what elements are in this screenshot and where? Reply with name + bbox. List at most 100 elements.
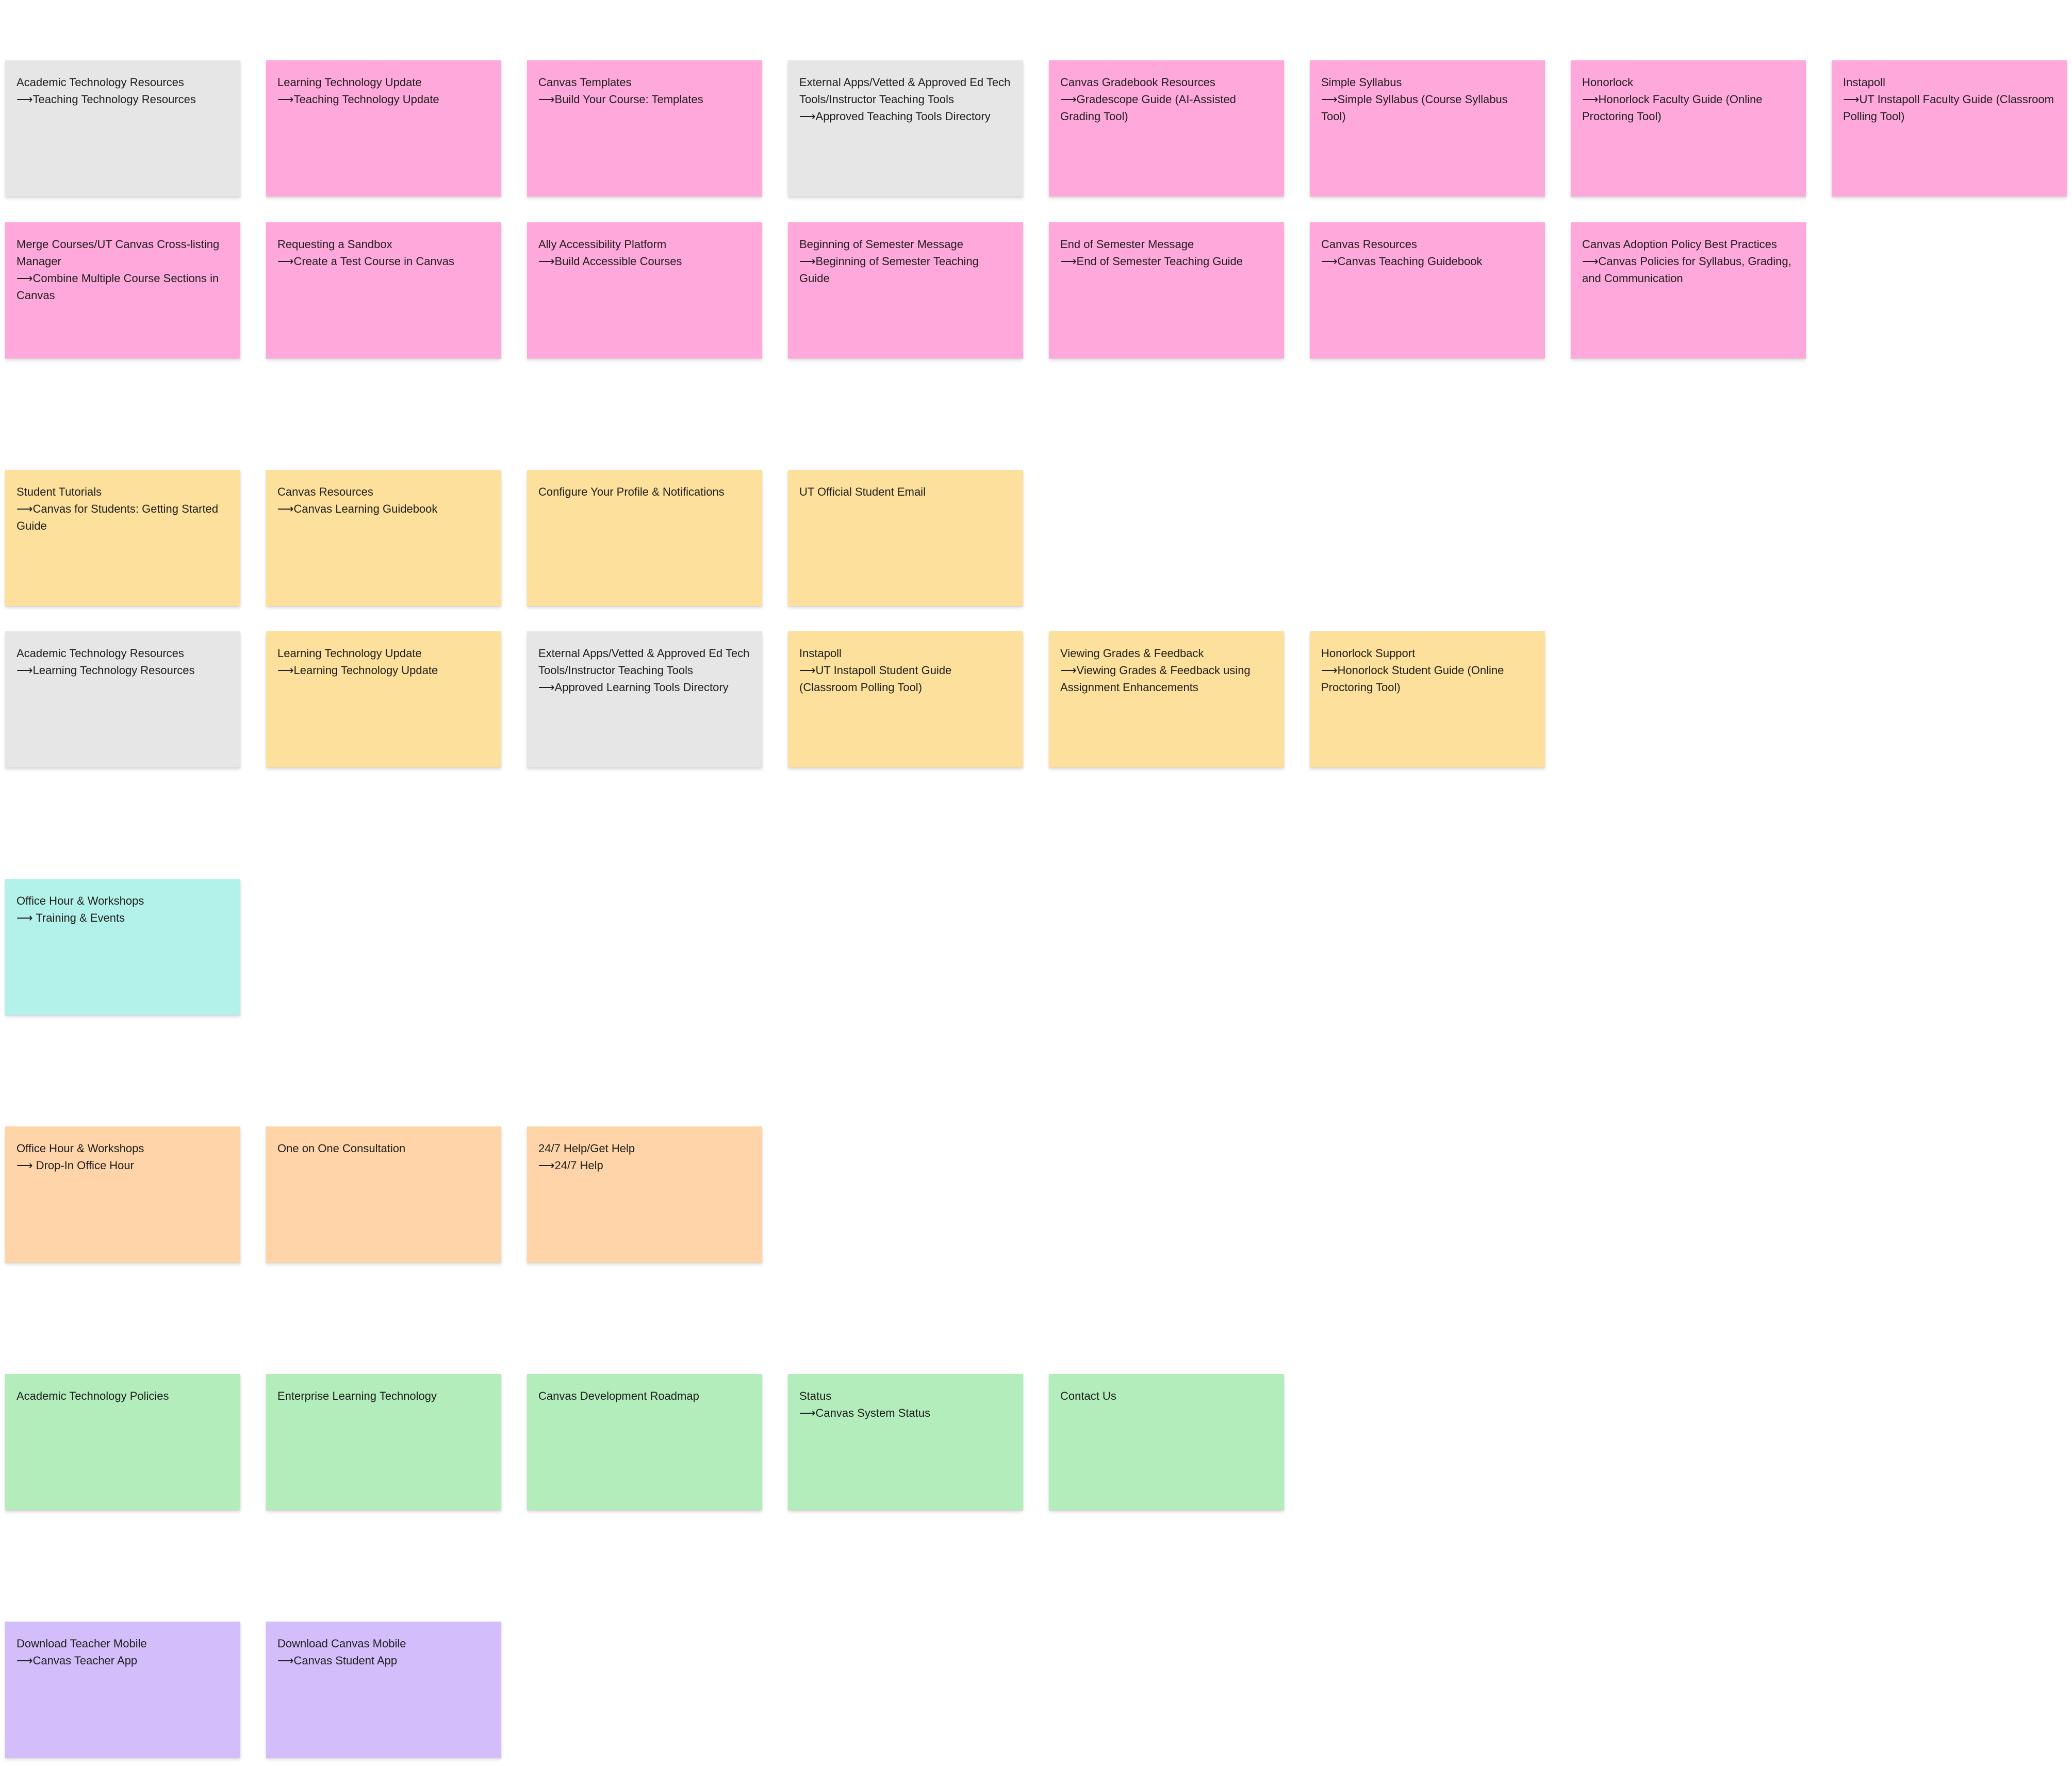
note-title: 24/7 Help/Get Help	[538, 1142, 635, 1155]
sticky-note[interactable]: Office Hour & Workshops ⟶ Drop-In Office…	[5, 1126, 240, 1263]
note-title: Instapoll	[799, 647, 842, 660]
sticky-note[interactable]: Ally Accessibility Platform ⟶Build Acces…	[527, 222, 762, 358]
note-link[interactable]: ⟶Canvas Student App	[277, 1654, 398, 1667]
note-title: Enterprise Learning Technology	[277, 1389, 437, 1402]
note-link[interactable]: ⟶ Drop-In Office Hour	[17, 1159, 134, 1172]
sticky-note[interactable]: One on One Consultation	[266, 1126, 501, 1263]
note-link[interactable]: ⟶End of Semester Teaching Guide	[1060, 255, 1243, 268]
note-link[interactable]: ⟶Canvas Teaching Guidebook	[1321, 255, 1483, 268]
note-link[interactable]: ⟶ Training & Events	[17, 911, 125, 924]
note-link[interactable]: ⟶Create a Test Course in Canvas	[277, 255, 454, 268]
note-link[interactable]: ⟶Build Accessible Courses	[538, 255, 682, 268]
sticky-note[interactable]: Simple Syllabus ⟶Simple Syllabus (Course…	[1310, 60, 1545, 197]
note-link[interactable]: ⟶Teaching Technology Update	[277, 93, 439, 106]
sticky-note[interactable]: Configure Your Profile & Notifications	[527, 470, 762, 606]
note-title: One on One Consultation	[277, 1142, 406, 1155]
note-link[interactable]: ⟶Learning Technology Resources	[17, 664, 195, 677]
note-link[interactable]: ⟶Simple Syllabus (Course Syllabus Tool)	[1321, 93, 1508, 123]
note-title: Status	[799, 1389, 832, 1402]
sticky-note[interactable]: Office Hour & Workshops ⟶ Training & Eve…	[5, 879, 240, 1015]
note-link[interactable]: ⟶24/7 Help	[538, 1159, 603, 1172]
note-title: End of Semester Message	[1060, 238, 1194, 251]
sticky-note[interactable]: Canvas Templates ⟶Build Your Course: Tem…	[527, 60, 762, 197]
note-title: Requesting a Sandbox	[277, 238, 392, 251]
sticky-note[interactable]: Learning Technology Update ⟶Learning Tec…	[266, 631, 501, 767]
note-title: Instapoll	[1843, 76, 1885, 89]
note-link[interactable]: ⟶Gradescope Guide (AI-Assisted Grading T…	[1060, 93, 1236, 123]
note-link[interactable]: ⟶Teaching Technology Resources	[17, 93, 196, 106]
sticky-note[interactable]: Canvas Resources ⟶Canvas Teaching Guideb…	[1310, 222, 1545, 358]
note-title: Office Hour & Workshops	[17, 1142, 144, 1155]
note-link[interactable]: ⟶Canvas Policies for Syllabus, Grading, …	[1582, 255, 1791, 285]
sticky-note[interactable]: 24/7 Help/Get Help ⟶24/7 Help	[527, 1126, 762, 1263]
note-title: Ally Accessibility Platform	[538, 238, 667, 251]
note-title: Simple Syllabus	[1321, 76, 1402, 89]
note-title: Honorlock Support	[1321, 647, 1416, 660]
sticky-note[interactable]: Canvas Development Roadmap	[527, 1374, 762, 1510]
note-link[interactable]: ⟶Combine Multiple Course Sections in Can…	[17, 272, 219, 302]
note-title: Canvas Adoption Policy Best Practices	[1582, 238, 1777, 251]
note-title: Configure Your Profile & Notifications	[538, 485, 725, 498]
note-link[interactable]: ⟶Learning Technology Update	[277, 664, 438, 677]
sticky-note[interactable]: Academic Technology Resources ⟶Learning …	[5, 631, 240, 767]
note-link[interactable]: ⟶UT Instapoll Student Guide (Classroom P…	[799, 664, 952, 694]
note-title: Academic Technology Resources	[17, 647, 184, 660]
sticky-note[interactable]: Learning Technology Update ⟶Teaching Tec…	[266, 60, 501, 197]
note-title: Honorlock	[1582, 76, 1634, 89]
note-link[interactable]: ⟶Build Your Course: Templates	[538, 93, 703, 106]
note-title: UT Official Student Email	[799, 485, 926, 498]
note-title: Canvas Development Roadmap	[538, 1389, 699, 1402]
note-link[interactable]: ⟶Approved Teaching Tools Directory	[799, 110, 991, 123]
sticky-note[interactable]: External Apps/Vetted & Approved Ed Tech …	[788, 60, 1023, 197]
note-title: Canvas Templates	[538, 76, 632, 89]
note-link[interactable]: ⟶Beginning of Semester Teaching Guide	[799, 255, 979, 285]
sticky-note[interactable]: UT Official Student Email	[788, 470, 1023, 606]
note-title: Viewing Grades & Feedback	[1060, 647, 1204, 660]
note-title: Canvas Gradebook Resources	[1060, 76, 1215, 89]
sticky-note[interactable]: Honorlock Support ⟶Honorlock Student Gui…	[1310, 631, 1545, 767]
sticky-note[interactable]: Contact Us	[1049, 1374, 1284, 1510]
sticky-note[interactable]: Canvas Gradebook Resources ⟶Gradescope G…	[1049, 60, 1284, 197]
note-title: Academic Technology Resources	[17, 76, 184, 89]
sticky-note[interactable]: Instapoll ⟶UT Instapoll Student Guide (C…	[788, 631, 1023, 767]
sticky-note[interactable]: Instapoll ⟶UT Instapoll Faculty Guide (C…	[1832, 60, 2067, 197]
note-title: Learning Technology Update	[277, 76, 422, 89]
note-link[interactable]: ⟶Honorlock Faculty Guide (Online Proctor…	[1582, 93, 1763, 123]
sticky-note[interactable]: Canvas Adoption Policy Best Practices ⟶C…	[1571, 222, 1806, 358]
note-title: External Apps/Vetted & Approved Ed Tech …	[538, 647, 750, 677]
note-title: Canvas Resources	[1321, 238, 1417, 251]
sticky-note[interactable]: Beginning of Semester Message ⟶Beginning…	[788, 222, 1023, 358]
note-title: Learning Technology Update	[277, 647, 422, 660]
sticky-note[interactable]: Download Canvas Mobile ⟶Canvas Student A…	[266, 1622, 501, 1758]
sticky-note[interactable]: Download Teacher Mobile ⟶Canvas Teacher …	[5, 1622, 240, 1758]
note-title: Download Canvas Mobile	[277, 1637, 406, 1650]
note-title: Canvas Resources	[277, 485, 373, 498]
note-link[interactable]: ⟶Honorlock Student Guide (Online Proctor…	[1321, 664, 1504, 694]
note-title: Merge Courses/UT Canvas Cross-listing Ma…	[17, 238, 220, 268]
sticky-note[interactable]: Canvas Resources ⟶Canvas Learning Guideb…	[266, 470, 501, 606]
sticky-note[interactable]: Status ⟶Canvas System Status	[788, 1374, 1023, 1510]
sticky-note[interactable]: Honorlock ⟶Honorlock Faculty Guide (Onli…	[1571, 60, 1806, 197]
note-link[interactable]: ⟶Canvas for Students: Getting Started Gu…	[17, 502, 219, 532]
sticky-note[interactable]: Enterprise Learning Technology	[266, 1374, 501, 1510]
note-link[interactable]: ⟶Canvas Teacher App	[17, 1654, 138, 1667]
sticky-note[interactable]: Academic Technology Policies	[5, 1374, 240, 1510]
note-title: Download Teacher Mobile	[17, 1637, 147, 1650]
note-link[interactable]: ⟶Canvas System Status	[799, 1407, 931, 1419]
sticky-note[interactable]: Student Tutorials ⟶Canvas for Students: …	[5, 470, 240, 606]
note-link[interactable]: ⟶Approved Learning Tools Directory	[538, 681, 729, 694]
sticky-note[interactable]: Academic Technology Resources ⟶Teaching …	[5, 60, 240, 197]
note-link[interactable]: ⟶UT Instapoll Faculty Guide (Classroom P…	[1843, 93, 2054, 123]
note-title: Contact Us	[1060, 1389, 1116, 1402]
sticky-note[interactable]: Viewing Grades & Feedback ⟶Viewing Grade…	[1049, 631, 1284, 767]
note-title: External Apps/Vetted & Approved Ed Tech …	[799, 76, 1011, 106]
note-title: Student Tutorials	[17, 485, 102, 498]
sticky-note[interactable]: External Apps/Vetted & Approved Ed Tech …	[527, 631, 762, 767]
note-title: Academic Technology Policies	[17, 1389, 169, 1402]
note-link[interactable]: ⟶Canvas Learning Guidebook	[277, 502, 438, 515]
note-link[interactable]: ⟶Viewing Grades & Feedback using Assignm…	[1060, 664, 1251, 694]
sticky-note[interactable]: Merge Courses/UT Canvas Cross-listing Ma…	[5, 222, 240, 358]
sticky-note[interactable]: Requesting a Sandbox ⟶Create a Test Cour…	[266, 222, 501, 358]
sticky-note[interactable]: End of Semester Message ⟶End of Semester…	[1049, 222, 1284, 358]
